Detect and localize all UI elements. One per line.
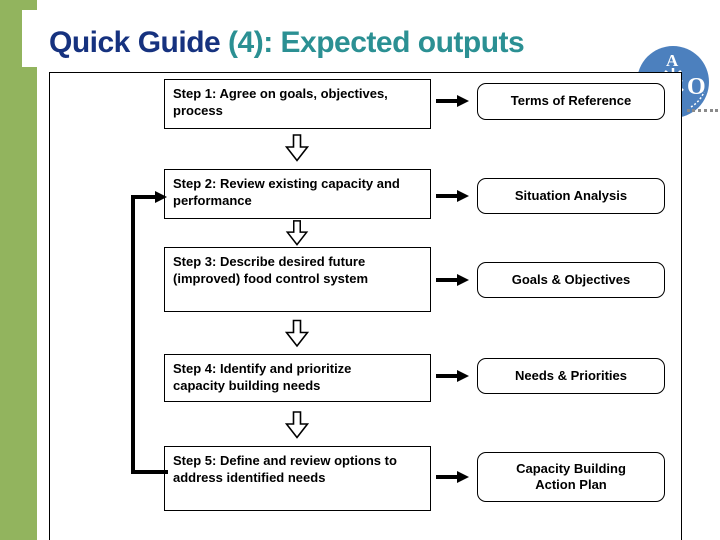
step-label-2: Step 2: Review existing capacity and per…	[173, 176, 400, 209]
right-arrow-icon-3	[436, 274, 469, 286]
output-label-3: Goals & Objectives	[511, 271, 631, 287]
down-arrow-icon-4	[285, 411, 309, 439]
right-arrow-icon-2	[436, 190, 469, 202]
step-label-3: Step 3: Describe desired future (improve…	[173, 254, 369, 287]
output-box-4: Needs & Priorities	[477, 358, 665, 394]
down-arrow-icon-2	[285, 220, 309, 246]
right-arrow-icon-5	[436, 471, 469, 483]
right-arrow-icon-4	[436, 370, 469, 382]
page-title-prefix: Quick Guide	[49, 26, 229, 59]
down-arrow-icon-3	[285, 319, 309, 348]
output-label-2: Situation Analysis	[514, 187, 628, 203]
dotted-line	[687, 109, 718, 112]
output-box-3: Goals & Objectives	[477, 262, 665, 298]
sidebar-bar	[0, 0, 37, 540]
step-label-5: Step 5: Define and review options to add…	[173, 453, 397, 486]
output-box-1: Terms of Reference	[477, 83, 665, 120]
output-box-5: Capacity Building Action Plan	[477, 452, 665, 502]
step-label-1: Step 1: Agree on goals, objectives, proc…	[173, 86, 388, 119]
step-box-1: Step 1: Agree on goals, objectives, proc…	[164, 79, 431, 129]
fao-motto-arc	[690, 91, 705, 108]
step-box-4: Step 4: Identify and prioritize capacity…	[164, 354, 431, 402]
fao-letter-o: O	[687, 74, 706, 100]
down-arrow-icon-1	[285, 134, 309, 162]
fao-letter-a: A	[666, 51, 679, 70]
title-notch	[22, 10, 46, 67]
right-arrow-icon-1	[436, 95, 469, 107]
loop-connector-arrow	[131, 191, 168, 474]
output-box-2: Situation Analysis	[477, 178, 665, 214]
step-box-3: Step 3: Describe desired future (improve…	[164, 247, 431, 312]
output-label-1: Terms of Reference	[510, 93, 632, 109]
step-box-2: Step 2: Review existing capacity and per…	[164, 169, 431, 219]
page-title-suffix: (4): Expected outputs	[228, 26, 525, 59]
output-label-5: Capacity Building Action Plan	[516, 460, 626, 492]
page-title: Quick Guide (4): Expected outputs	[49, 26, 525, 60]
output-label-4: Needs & Priorities	[515, 367, 627, 383]
step-label-4: Step 4: Identify and prioritize capacity…	[173, 361, 352, 394]
step-box-5: Step 5: Define and review options to add…	[164, 446, 431, 511]
